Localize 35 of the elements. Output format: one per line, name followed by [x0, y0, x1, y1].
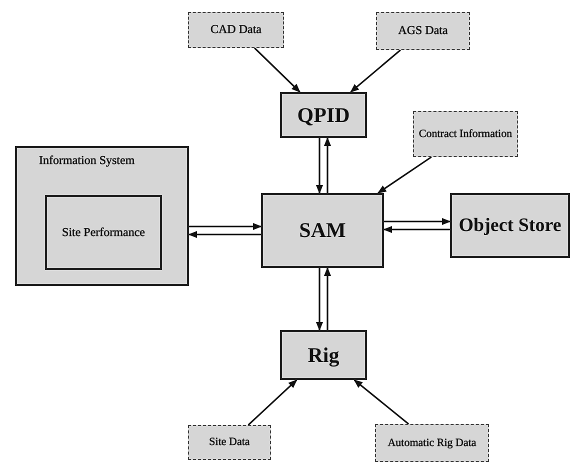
node-label: Object Store	[458, 214, 562, 236]
arrow	[316, 138, 324, 194]
arrow	[254, 47, 300, 93]
process-box	[450, 193, 570, 258]
data-source-box	[188, 425, 271, 460]
process-box	[280, 92, 367, 138]
node-label: CAD Data	[210, 23, 262, 37]
node-label: SAM	[299, 218, 346, 243]
node-label: Site Data	[209, 436, 250, 449]
arrow	[316, 268, 324, 331]
arrow	[324, 137, 332, 193]
arrow	[354, 379, 410, 425]
node-label: AGS Data	[398, 24, 448, 38]
system-container	[15, 146, 189, 286]
arrow	[189, 222, 262, 230]
arrow	[188, 230, 261, 238]
node-label: Information System	[38, 154, 135, 168]
node-label: Contract Information	[418, 128, 512, 140]
arrow	[248, 379, 298, 426]
data-source-box	[413, 111, 518, 157]
node-label: QPID	[297, 102, 350, 128]
data-source-box	[376, 12, 470, 50]
arrow	[350, 49, 402, 93]
process-box	[45, 195, 162, 270]
arrow	[384, 218, 451, 226]
process-box	[261, 193, 384, 268]
arrow	[324, 267, 332, 330]
node-label: Site Performance	[62, 226, 145, 240]
arrow	[383, 226, 450, 234]
process-box	[280, 330, 367, 380]
node-label: Rig	[308, 342, 340, 368]
arrow	[377, 156, 432, 194]
node-label: Automatic Rig Data	[388, 436, 476, 450]
data-source-box	[375, 424, 489, 462]
data-source-box	[188, 12, 284, 48]
